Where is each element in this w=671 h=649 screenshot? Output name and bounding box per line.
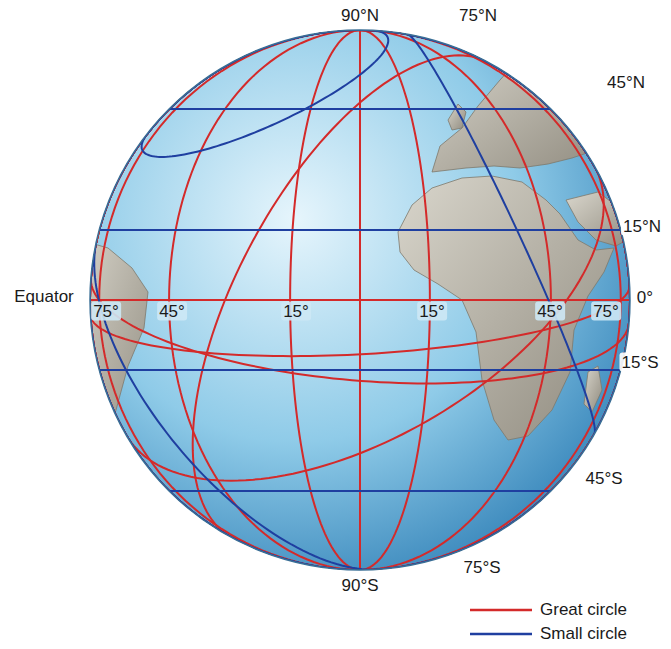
great-circle	[91, 30, 630, 383]
longitude-label: 75°	[91, 302, 121, 321]
legend-text: Great circle	[540, 600, 627, 620]
longitude-label: 45°	[535, 302, 565, 321]
legend-sample	[470, 605, 532, 615]
latitude-label: 90°N	[339, 6, 381, 25]
small-circle	[99, 370, 621, 570]
meridian	[360, 30, 630, 570]
small-circle	[142, 30, 389, 157]
great-circle	[193, 55, 630, 570]
longitude-label: 45°	[157, 302, 187, 321]
equator-label: Equator	[12, 287, 76, 306]
legend-text: Small circle	[540, 624, 627, 644]
legend-row: Great circle	[470, 600, 627, 620]
south-america	[70, 240, 148, 470]
legend-line	[470, 609, 532, 612]
latitude-label: 75°N	[457, 6, 499, 25]
latitude-label: 90°S	[339, 576, 380, 595]
latitude-label: 75°S	[461, 558, 502, 577]
longitude-label: 0°	[635, 288, 655, 307]
latitude-label: 45°N	[605, 73, 647, 92]
longitude-label: 15°	[417, 302, 447, 321]
legend-sample	[470, 629, 532, 639]
globe-outline	[90, 30, 630, 570]
legend-line	[470, 633, 532, 636]
latitude-label: 45°S	[583, 469, 624, 488]
longitude-label: 75°	[591, 302, 621, 321]
small-circle	[407, 34, 630, 434]
legend-row: Small circle	[470, 624, 627, 644]
latitude-label: 15°S	[619, 353, 660, 372]
great-circle	[90, 30, 604, 481]
meridian	[360, 30, 630, 570]
small-circle	[169, 30, 551, 109]
meridian	[360, 30, 630, 570]
longitude-label: 15°	[281, 302, 311, 321]
small-circle	[99, 30, 621, 230]
latitude-label: 15°N	[621, 217, 663, 236]
globe	[90, 30, 630, 570]
small-circle	[90, 241, 377, 570]
great-circle	[90, 30, 630, 356]
europe	[432, 44, 612, 172]
meridian	[360, 30, 630, 570]
